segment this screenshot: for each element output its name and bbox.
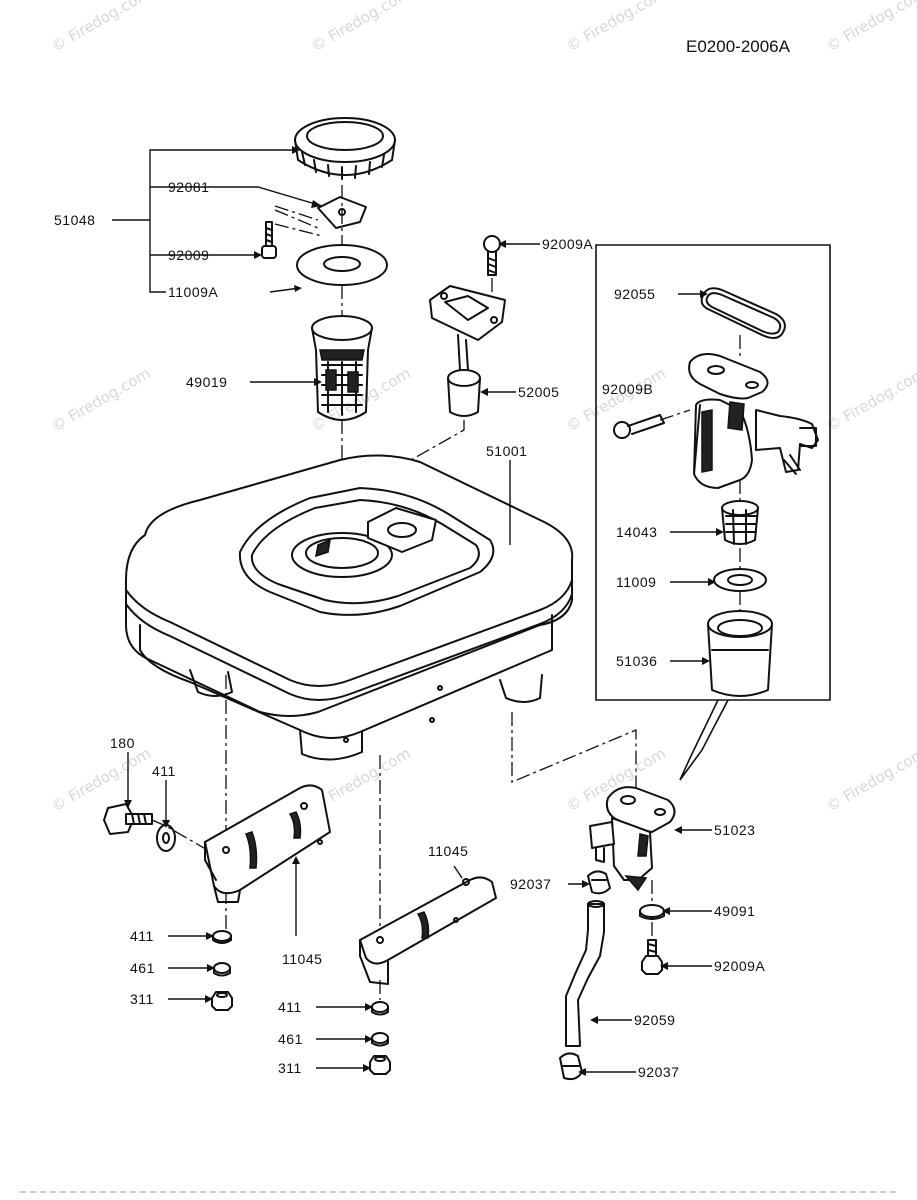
screw-92009A-bottom [641, 939, 663, 975]
label-11009: 11009 [616, 574, 656, 590]
watermark: © Firedog.com [823, 0, 917, 55]
diagram-code: E0200-2006A [686, 37, 791, 56]
label-92059: 92059 [634, 1012, 675, 1028]
label-92009: 92009 [168, 247, 209, 263]
label-11045-b: 11045 [282, 951, 322, 967]
label-52005: 52005 [518, 384, 559, 400]
lockwasher-461-b [371, 1032, 389, 1047]
washer-411-left [156, 824, 176, 852]
label-461-a: 461 [130, 960, 155, 976]
leader-arrows [124, 146, 724, 1076]
cock-bowl-gasket [713, 568, 767, 592]
fuel-cock [589, 786, 676, 892]
label-14043: 14043 [616, 524, 657, 540]
detail-screw-92009B [613, 414, 665, 439]
watermark: © Firedog.com [823, 744, 917, 815]
nut-311-b [369, 1055, 391, 1075]
label-92009B: 92009B [602, 381, 653, 397]
watermark: © Firedog.com [48, 364, 154, 435]
cap-screw [261, 221, 277, 259]
watermark-layer: © Firedog.com © Firedog.com © Firedog.co… [48, 0, 917, 815]
detail-callout-box [595, 244, 831, 781]
label-461-b: 461 [278, 1031, 303, 1047]
label-51036: 51036 [616, 653, 657, 669]
label-411-b: 411 [278, 999, 302, 1015]
cock-bowl [707, 610, 773, 697]
nut-311-a [211, 991, 233, 1011]
bolt-guide [151, 819, 205, 849]
watermark: © Firedog.com [563, 0, 669, 55]
label-311-b: 311 [278, 1060, 302, 1076]
label-411-left: 411 [152, 763, 176, 779]
lockwasher-461-a [213, 962, 231, 977]
bracket-left [204, 784, 331, 903]
label-51023: 51023 [714, 822, 755, 838]
watermark: © Firedog.com [308, 0, 414, 55]
label-92037-b: 92037 [638, 1064, 679, 1080]
detail-screw-guide [659, 409, 691, 421]
cock-gasket [700, 287, 786, 339]
fuel-hose [565, 900, 605, 1047]
label-311-a: 311 [130, 991, 154, 1007]
fuel-cock-detail [688, 353, 819, 489]
gauge-screw [483, 235, 501, 276]
watermark: © Firedog.com [48, 744, 154, 815]
label-51048: 51048 [54, 212, 95, 228]
label-11009A: 11009A [168, 284, 218, 300]
label-411-a: 411 [130, 928, 154, 944]
cap-screw-guide [274, 205, 323, 237]
fuel-strainer [311, 315, 373, 421]
label-180: 180 [110, 735, 135, 751]
label-92055: 92055 [614, 286, 655, 302]
leader-lines [112, 149, 722, 1073]
washer-411-b [371, 1001, 389, 1016]
bolt-180 [103, 803, 153, 835]
fuel-cap [294, 117, 396, 180]
hose-clamp-b [559, 1052, 583, 1081]
cock-filter [721, 500, 759, 545]
watermark: © Firedog.com [823, 364, 917, 435]
washer-49091 [639, 904, 665, 920]
part-labels: 51048 92081 92009 11009A 49019 92009A 52… [54, 179, 765, 1080]
fuel-tank [125, 454, 574, 761]
label-92081: 92081 [168, 179, 209, 195]
cap-gasket [296, 244, 388, 286]
label-11045-a: 11045 [428, 843, 468, 859]
label-49091: 49091 [714, 903, 755, 919]
label-92009A-bottom: 92009A [714, 958, 765, 974]
fuel-gauge [429, 285, 506, 417]
watermark: © Firedog.com [48, 0, 154, 55]
hose-clamp-a [587, 870, 611, 895]
bracket-right [359, 876, 497, 985]
label-92037-a: 92037 [510, 876, 551, 892]
label-49019: 49019 [186, 374, 227, 390]
label-92009A-top: 92009A [542, 236, 593, 252]
cock-guide [511, 712, 637, 790]
label-51001: 51001 [486, 443, 527, 459]
washer-411-a [212, 930, 232, 944]
